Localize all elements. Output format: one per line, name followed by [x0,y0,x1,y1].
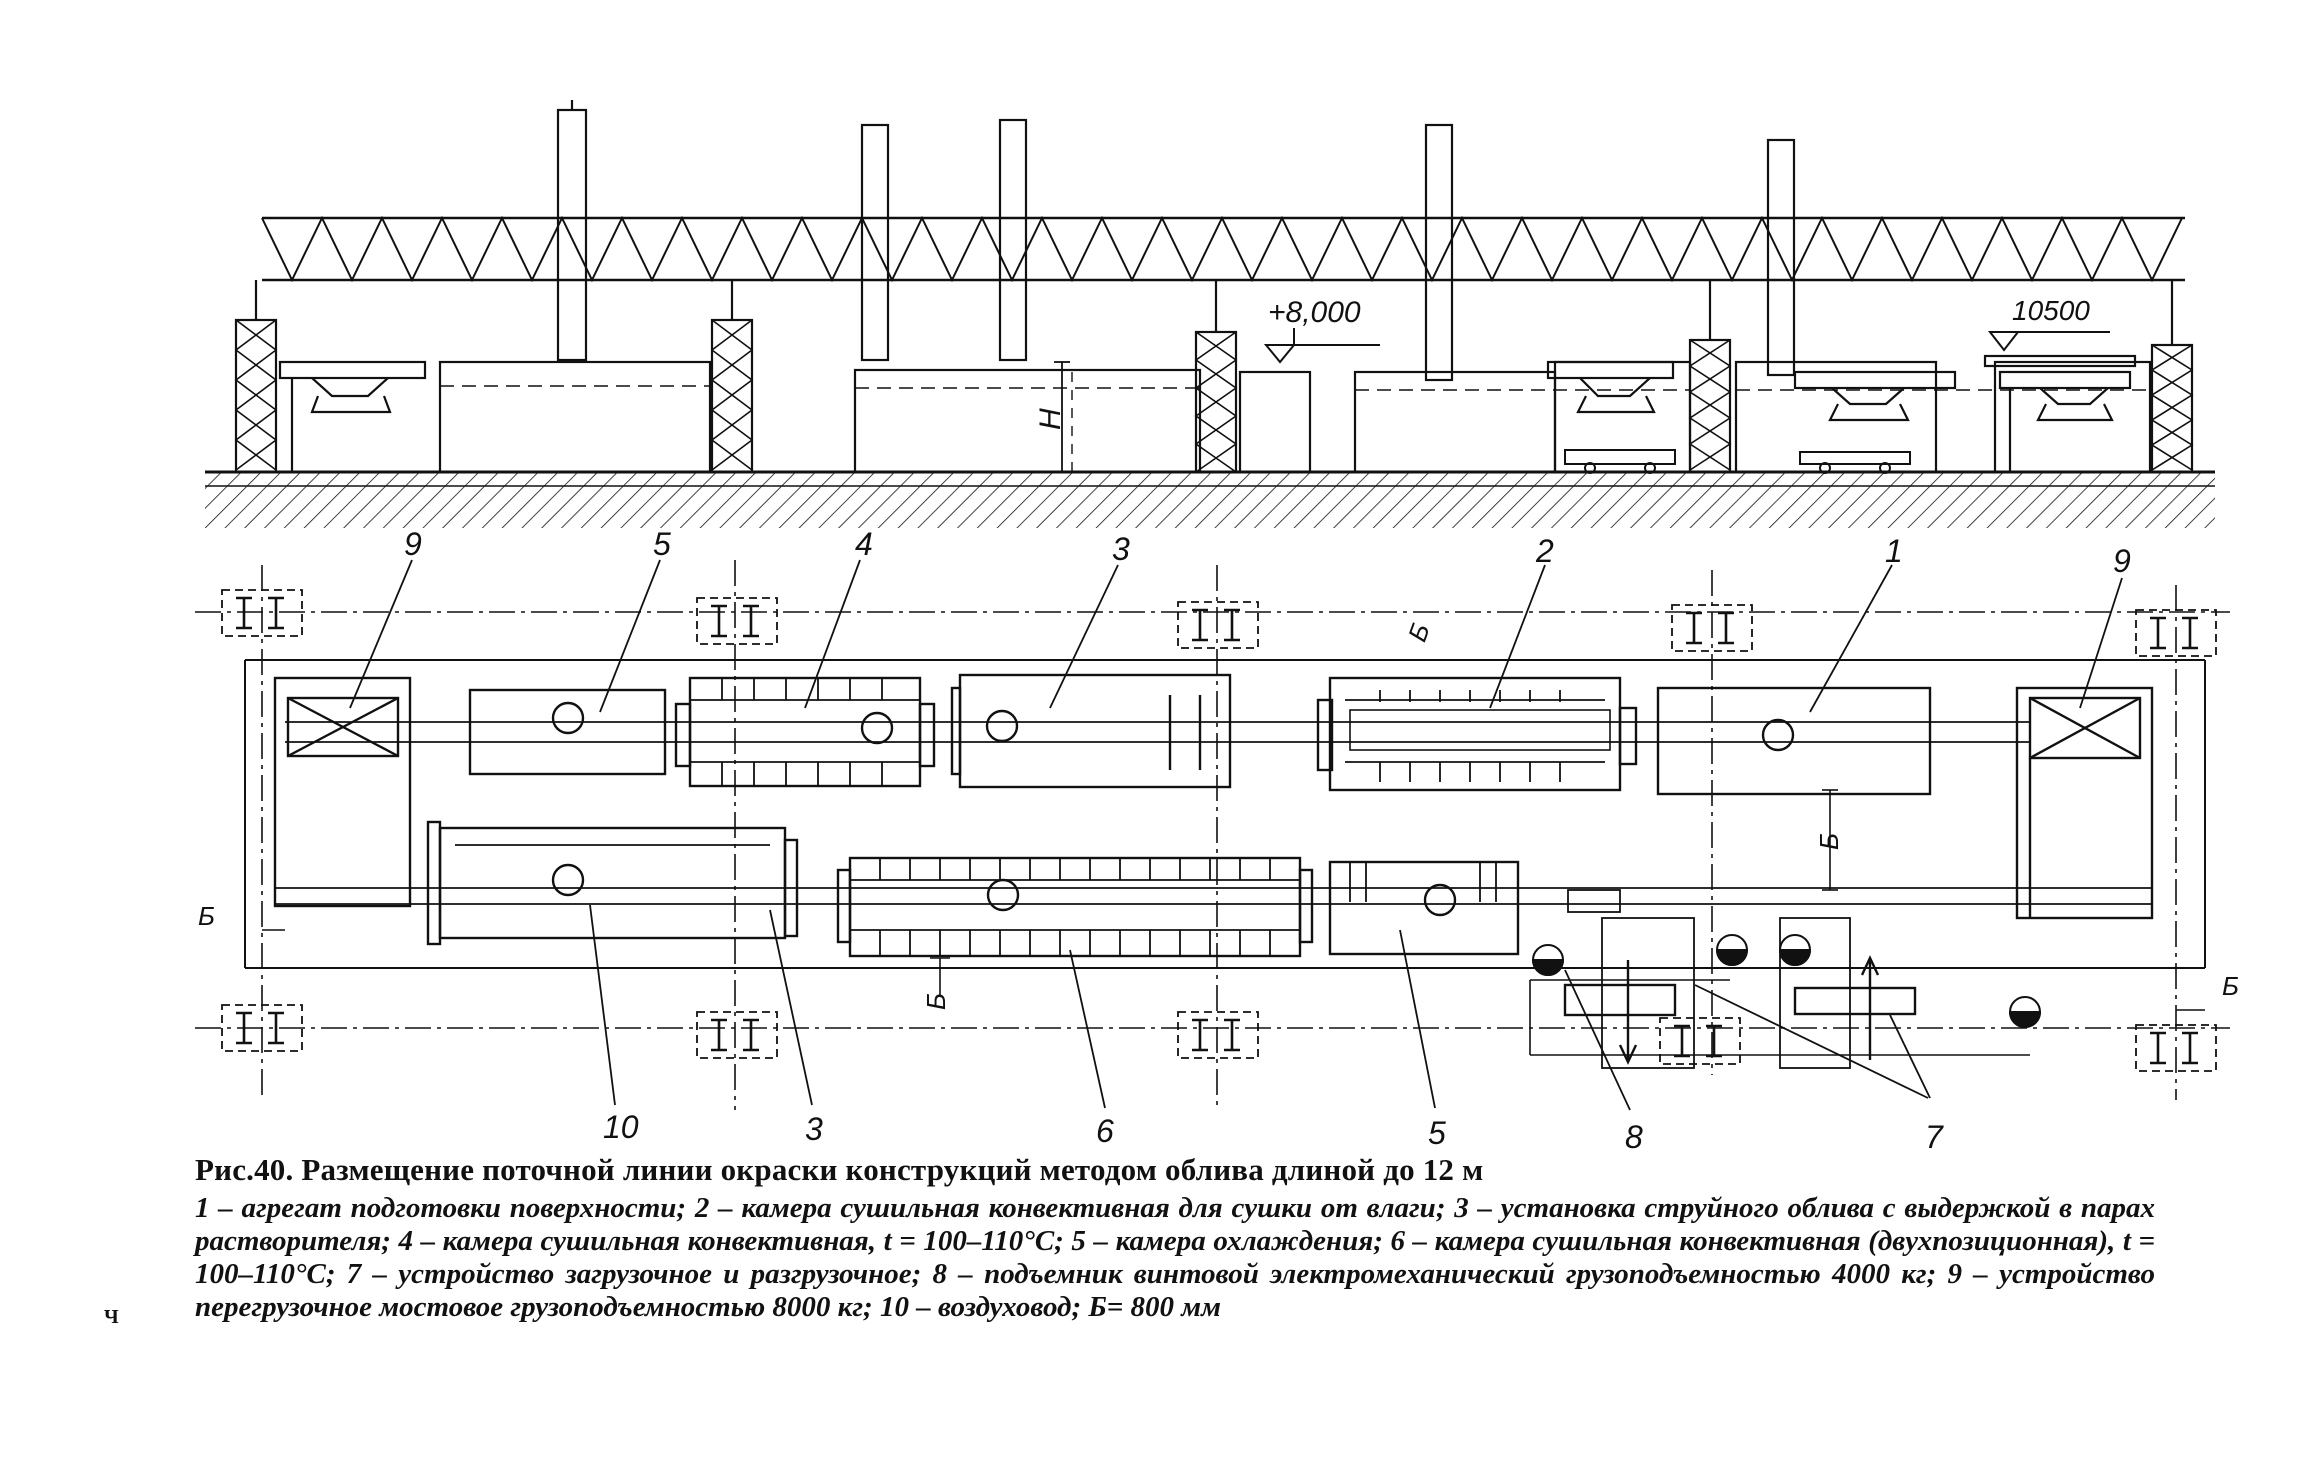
grid-axes [195,560,2230,1110]
roof-truss [261,215,2185,283]
dim-b-3: Б [1402,619,1436,645]
fan-symbols [1531,934,2042,1028]
callout-9-left: 9 [404,526,422,562]
column-footprints [221,589,2217,1072]
callout-3-top: 3 [1112,531,1130,567]
callout-labels: 9 5 4 3 2 1 9 10 3 6 5 8 7 [404,526,2131,1155]
callout-3-bottom: 3 [805,1111,823,1147]
lattice-columns [234,280,2194,474]
dimension-labels: Б Б Б Б Б [198,619,2239,1010]
callout-1: 1 [1885,533,1903,569]
ground-hatch [205,472,2215,528]
callout-4: 4 [855,526,873,562]
dim-b-4: Б [198,901,215,931]
elevation-view [205,100,2215,528]
gap-dimensions [262,789,2205,1011]
callout-8: 8 [1625,1119,1643,1155]
caption-title: Рис.40. Размещение поточной линии окраск… [195,1152,1484,1187]
transfer-bridges [278,354,2137,472]
lower-line [275,820,2152,1069]
height-symbol: H [1034,408,1067,430]
leader-lines [349,559,2123,1111]
callout-6: 6 [1096,1113,1114,1149]
plan-view [195,559,2230,1111]
figure-caption: Рис.40. Размещение поточной линии окраск… [195,1152,2155,1324]
dim-b-1: Б [1814,833,1844,850]
lift-carts [1564,449,1911,474]
callout-7: 7 [1925,1119,1944,1155]
elevation-mark-right: 10500 [2012,295,2090,326]
caption-legend: 1 – агрегат подготовки поверхности; 2 – … [195,1192,2155,1323]
elevation-mark-left: +8,000 [1268,296,1361,329]
callout-9-right: 9 [2113,543,2131,579]
callout-5-bottom: 5 [1428,1115,1446,1151]
dim-b-2: Б [921,993,951,1010]
callout-10: 10 [603,1109,639,1145]
height-dimension [1054,361,1070,473]
level-markers [1263,328,2110,364]
page-mark: Ч [104,1306,119,1328]
exhaust-pipes [556,100,1796,382]
elevation-chambers [438,360,2152,474]
callout-5-top: 5 [653,526,671,562]
callout-2: 2 [1535,533,1554,569]
upper-line [273,673,2154,920]
dim-b-5: Б [2222,971,2239,1001]
